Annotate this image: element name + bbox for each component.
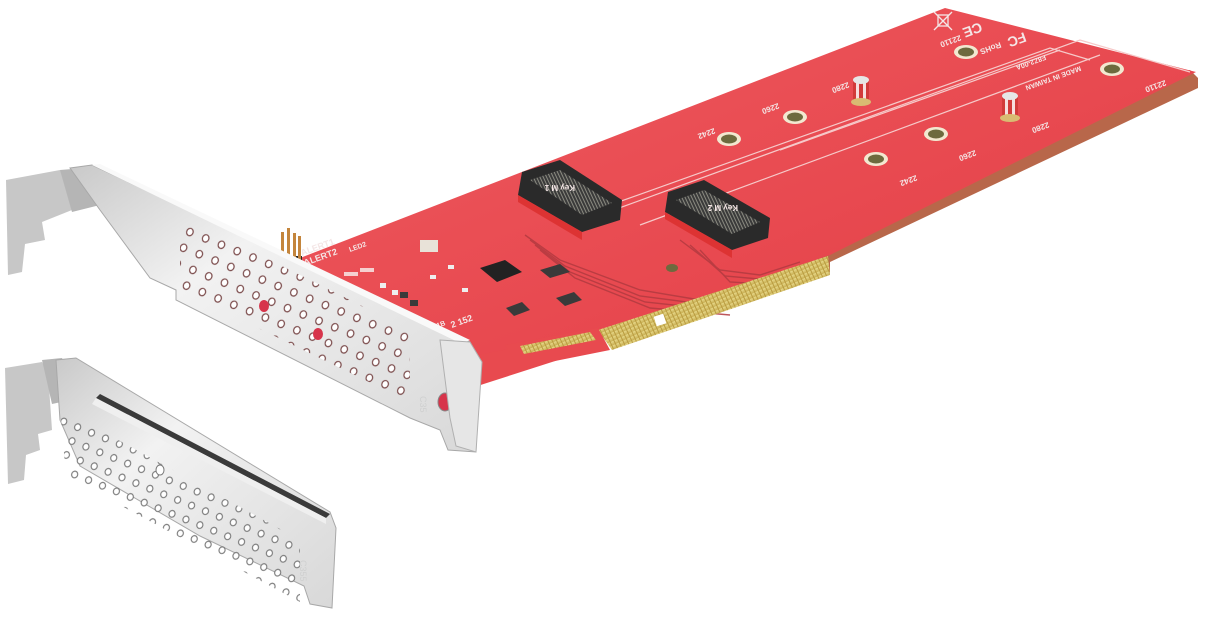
low-profile-bracket: C355 [5, 357, 337, 609]
m2-connector-1 [518, 160, 622, 240]
key-m-label-1: Key M 1 [544, 183, 575, 192]
weee-bin-icon [933, 11, 953, 31]
full-height-bracket: C35 [6, 164, 483, 453]
pcie-x8-gold-fingers [505, 256, 830, 368]
pcb-board: ALERT1 ALERT2 LED2 M1B 2 152 Key M 1 Key… [276, 8, 1198, 390]
key-m-label-2: Key M 2 [707, 203, 738, 212]
low-profile-bracket-mark: C355 [298, 560, 308, 582]
smd-components [344, 240, 582, 316]
m2-connector-2 [665, 180, 770, 258]
m2-standoff [851, 76, 871, 106]
pcie-switch-chip [480, 260, 522, 282]
ce-mark: CE [961, 19, 985, 41]
fcc-mark: FC [1005, 29, 1028, 50]
m2-standoff [1000, 92, 1020, 122]
full-height-bracket-mark: C35 [418, 396, 428, 413]
mounting-holes [666, 45, 1124, 272]
pcie-traces [524, 234, 821, 316]
